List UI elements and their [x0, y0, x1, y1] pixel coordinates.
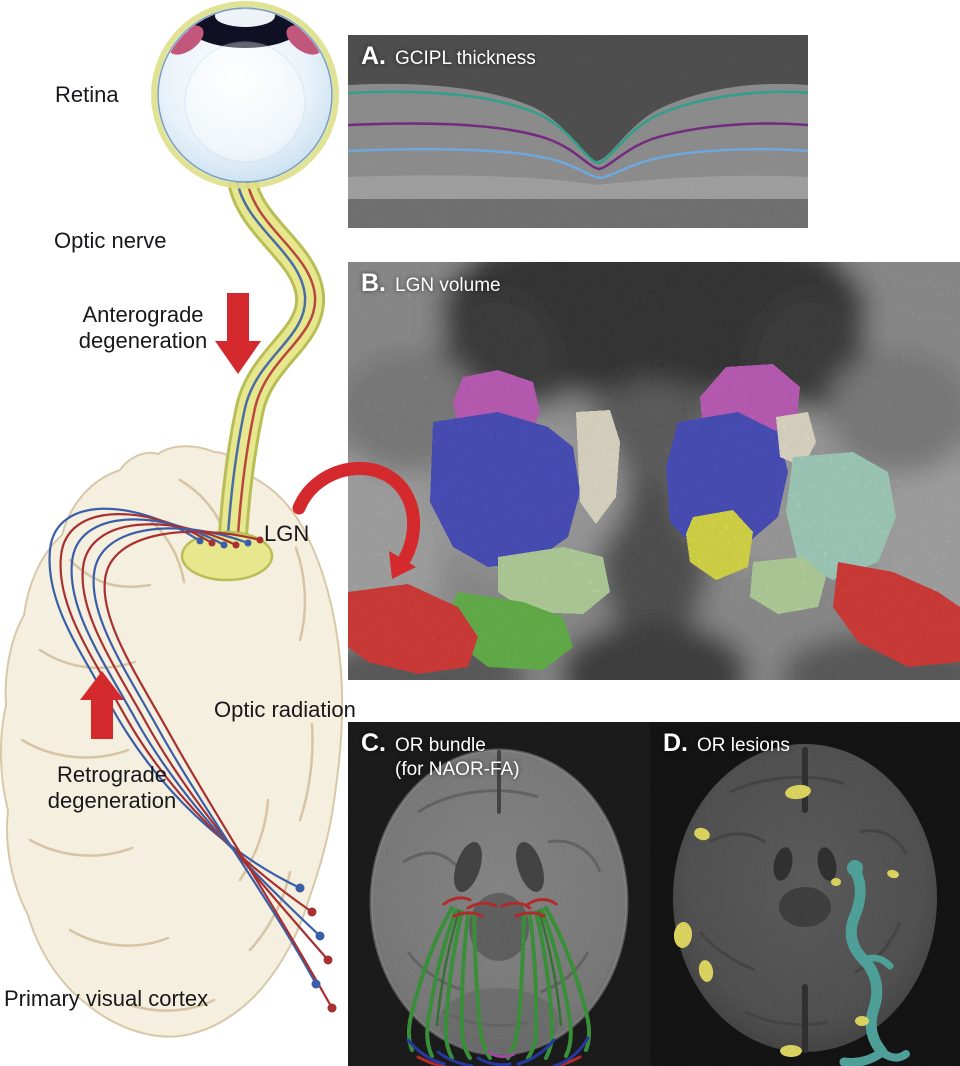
panel-d-label: D. OR lesions — [663, 729, 790, 758]
panel-d-letter: D. — [663, 729, 688, 757]
panel-c-mri-image: C. OR bundle (for NAOR-FA) — [348, 722, 650, 1066]
label-optic-radiation: Optic radiation — [214, 697, 356, 722]
panel-d-mri-image: D. OR lesions — [650, 722, 960, 1066]
label-primary-visual-cortex: Primary visual cortex — [4, 986, 209, 1011]
panel-c-subtitle: (for NAOR-FA) — [395, 758, 520, 780]
label-lgn: LGN — [264, 521, 310, 546]
panel-b-mri-image: B. LGN volume — [348, 262, 960, 680]
label-optic-nerve: Optic nerve — [54, 228, 167, 253]
panel-a-oct-image: A. GCIPL thickness — [348, 35, 808, 228]
retrograde-arrow-icon — [80, 671, 124, 739]
oct-gcipl-line — [348, 122, 808, 171]
panel-b-title: LGN volume — [395, 275, 501, 296]
panel-a-letter: A. — [361, 42, 386, 70]
optic-radiation-fibers — [48, 507, 333, 1009]
lgn-illustration — [180, 530, 274, 582]
or-lesions-graphic — [650, 722, 960, 1066]
panel-d-title: OR lesions — [697, 735, 790, 756]
panel-a-label: A. GCIPL thickness — [361, 42, 536, 71]
eye-illustration — [151, 1, 339, 189]
panel-b-letter: B. — [361, 269, 386, 297]
fiber-synapse-dots — [196, 536, 337, 1013]
oct-inl-line — [348, 147, 808, 180]
panel-c-label: C. OR bundle (for NAOR-FA) — [361, 729, 520, 782]
lgn-mri-graphic — [348, 262, 960, 680]
label-retrograde-degeneration: Retrograde degeneration — [47, 762, 177, 814]
optic-nerve-illustration — [218, 176, 326, 537]
oct-scan-graphic — [348, 35, 808, 228]
panel-a-title: GCIPL thickness — [395, 48, 536, 69]
label-anterograde-degeneration: Anterograde degeneration — [78, 302, 208, 354]
panel-c-title: OR bundle — [395, 735, 486, 756]
oct-ilm-line — [348, 90, 808, 165]
panel-b-label: B. LGN volume — [361, 269, 501, 298]
or-bundle-graphic — [348, 722, 650, 1066]
brain-sulci — [20, 478, 314, 1012]
panel-c-letter: C. — [361, 729, 386, 757]
label-retina: Retina — [55, 82, 119, 107]
